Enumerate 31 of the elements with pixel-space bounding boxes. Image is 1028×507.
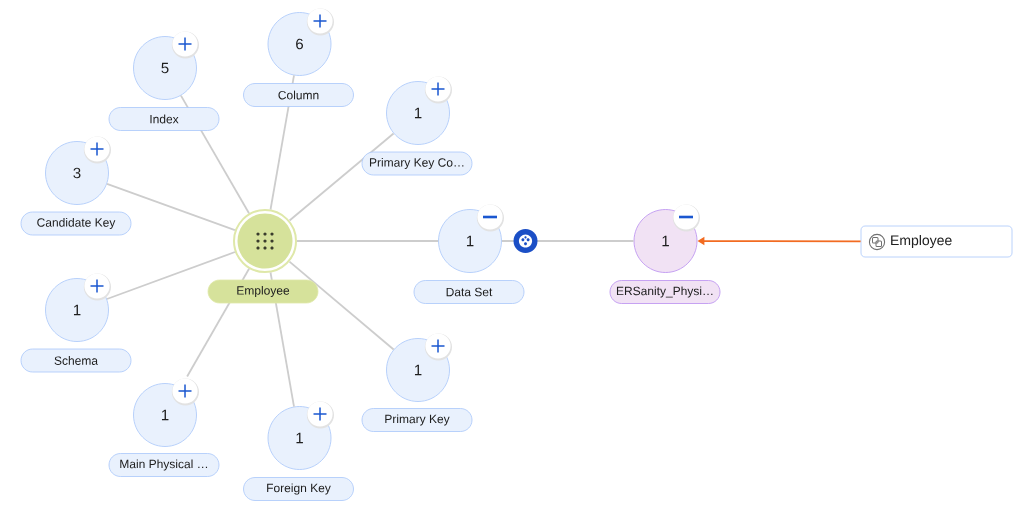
label-pill: Candidate Key — [20, 211, 132, 236]
minus-button — [672, 204, 700, 232]
plus-button — [424, 333, 452, 361]
label-pill: Foreign Key — [243, 477, 354, 501]
connector — [296, 240, 439, 242]
plus-button — [424, 76, 452, 104]
plus-button — [83, 273, 111, 301]
connector — [106, 182, 236, 231]
label-pill: Schema — [20, 348, 132, 373]
connector — [106, 251, 236, 300]
plus-button — [171, 378, 199, 406]
label-pill: ERSanity_Physi… — [609, 280, 721, 304]
label-pill: Employee — [207, 279, 319, 304]
label-pill: Primary Key Co… — [361, 151, 473, 176]
minus-button — [476, 204, 504, 232]
plus-button — [171, 31, 199, 59]
plus-button — [306, 401, 334, 429]
grid-icon — [256, 232, 274, 250]
label-pill: Column — [243, 83, 354, 107]
connector — [501, 240, 635, 242]
connector — [288, 260, 395, 351]
plus-button — [306, 8, 334, 36]
label-pill: Data Set — [413, 280, 525, 304]
ring-circle — [233, 209, 297, 273]
label-pill: Index — [108, 107, 220, 131]
label-pill: Main Physical … — [108, 453, 220, 477]
label-pill: Primary Key — [361, 408, 473, 432]
connector — [288, 132, 395, 222]
link-icon — [868, 233, 886, 251]
plus-button — [83, 136, 111, 164]
name-box: Employee — [860, 225, 1013, 258]
